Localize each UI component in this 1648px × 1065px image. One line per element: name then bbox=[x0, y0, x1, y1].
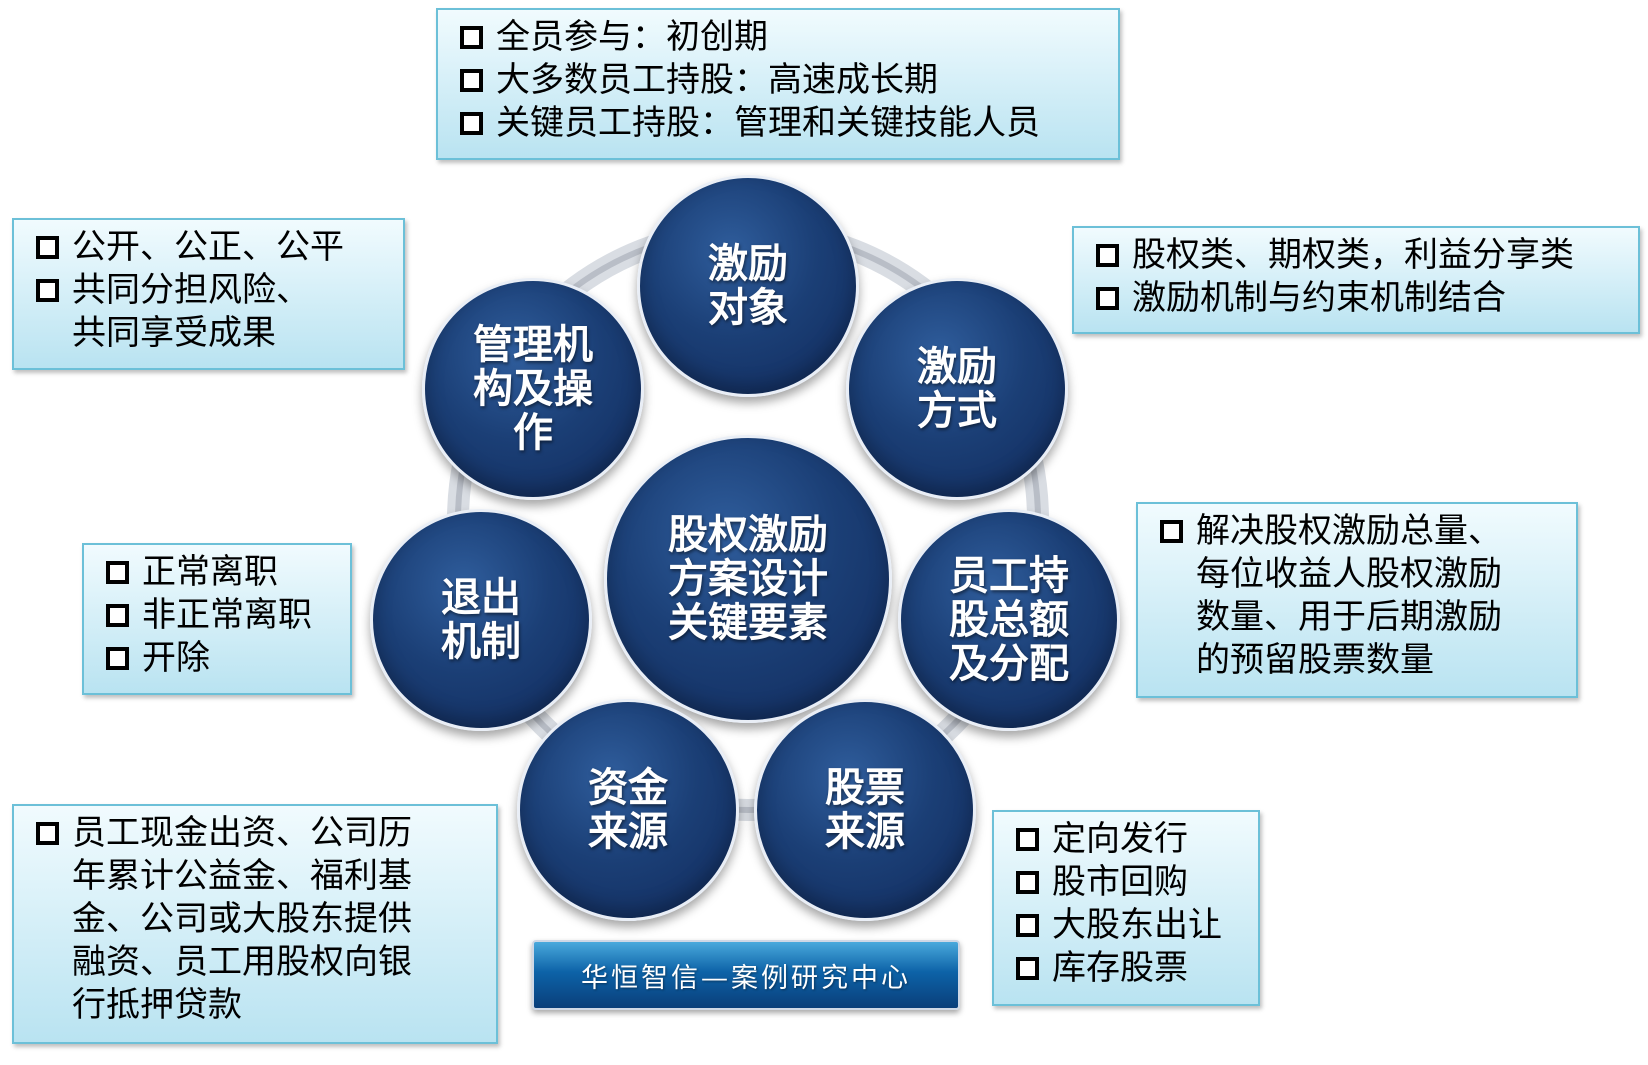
list-item: 股权类、期权类，利益分享类 bbox=[1088, 234, 1624, 277]
list-item-text: 非正常离职 bbox=[142, 595, 312, 635]
list-item: 定向发行 bbox=[1008, 818, 1244, 861]
list-item-text: 股权类、期权类，利益分享类 bbox=[1132, 235, 1574, 275]
list-item-text: 开除 bbox=[142, 638, 210, 678]
list-item-text: 共同分担风险、 共同享受成果 bbox=[72, 270, 310, 353]
node-management-label: 管理机 构及操 作 bbox=[473, 322, 593, 456]
box-target: 全员参与：初创期 大多数员工持股：高速成长期 关键员工持股：管理和关键技能人员 bbox=[436, 8, 1120, 160]
checkbox-bullet-icon bbox=[1016, 871, 1039, 894]
center-node-label: 股权激励 方案设计 关键要素 bbox=[668, 512, 828, 646]
checkbox-bullet-icon bbox=[36, 822, 59, 845]
list-item: 开除 bbox=[98, 637, 336, 680]
checkbox-bullet-icon bbox=[1096, 287, 1119, 310]
list-item: 大多数员工持股：高速成长期 bbox=[452, 59, 1104, 102]
node-exit: 退出 机制 bbox=[370, 509, 592, 731]
footer-banner-label: 华恒智信—案例研究中心 bbox=[581, 962, 911, 994]
list-item-text: 定向发行 bbox=[1052, 819, 1188, 859]
node-method: 激励 方式 bbox=[846, 278, 1068, 500]
list-item-text: 正常离职 bbox=[142, 552, 278, 592]
box-stock-source: 定向发行 股市回购 大股东出让 库存股票 bbox=[992, 810, 1260, 1006]
node-method-label: 激励 方式 bbox=[917, 344, 997, 434]
footer-banner: 华恒智信—案例研究中心 bbox=[532, 940, 960, 1010]
node-target-label: 激励 对象 bbox=[708, 241, 788, 331]
list-item: 大股东出让 bbox=[1008, 904, 1244, 947]
checkbox-bullet-icon bbox=[1016, 828, 1039, 851]
list-item: 共同分担风险、 共同享受成果 bbox=[28, 269, 389, 355]
list-item-text: 库存股票 bbox=[1052, 948, 1188, 988]
list-item: 库存股票 bbox=[1008, 947, 1244, 990]
checkbox-bullet-icon bbox=[106, 561, 129, 584]
node-stock-source: 股票 来源 bbox=[754, 699, 976, 921]
node-management: 管理机 构及操 作 bbox=[422, 278, 644, 500]
list-item-text: 解决股权激励总量、 每位收益人股权激励 数量、用于后期激励 的预留股票数量 bbox=[1196, 511, 1502, 680]
list-item: 关键员工持股：管理和关键技能人员 bbox=[452, 102, 1104, 145]
node-amount: 员工持 股总额 及分配 bbox=[898, 509, 1120, 731]
checkbox-bullet-icon bbox=[106, 647, 129, 670]
box-exit: 正常离职 非正常离职 开除 bbox=[82, 543, 352, 695]
node-amount-label: 员工持 股总额 及分配 bbox=[949, 553, 1069, 687]
checkbox-bullet-icon bbox=[106, 604, 129, 627]
node-stock-source-label: 股票 来源 bbox=[825, 765, 905, 855]
node-fund-source: 资金 来源 bbox=[517, 699, 739, 921]
checkbox-bullet-icon bbox=[460, 69, 483, 92]
box-management: 公开、公正、公平 共同分担风险、 共同享受成果 bbox=[12, 218, 405, 370]
list-item: 股市回购 bbox=[1008, 861, 1244, 904]
checkbox-bullet-icon bbox=[460, 26, 483, 49]
center-node: 股权激励 方案设计 关键要素 bbox=[604, 435, 892, 723]
list-item: 员工现金出资、公司历 年累计公益金、福利基 金、公司或大股东提供 融资、员工用股… bbox=[28, 812, 482, 1027]
list-item-text: 关键员工持股：管理和关键技能人员 bbox=[496, 103, 1040, 143]
list-item: 激励机制与约束机制结合 bbox=[1088, 277, 1624, 320]
list-item-text: 全员参与：初创期 bbox=[496, 17, 768, 57]
checkbox-bullet-icon bbox=[1016, 914, 1039, 937]
list-item-text: 股市回购 bbox=[1052, 862, 1188, 902]
list-item-text: 员工现金出资、公司历 年累计公益金、福利基 金、公司或大股东提供 融资、员工用股… bbox=[72, 813, 412, 1025]
list-item-text: 大股东出让 bbox=[1052, 905, 1222, 945]
checkbox-bullet-icon bbox=[36, 236, 59, 259]
checkbox-bullet-icon bbox=[36, 279, 59, 302]
node-fund-source-label: 资金 来源 bbox=[588, 765, 668, 855]
list-item: 全员参与：初创期 bbox=[452, 16, 1104, 59]
list-item: 公开、公正、公平 bbox=[28, 226, 389, 269]
list-item-text: 激励机制与约束机制结合 bbox=[1132, 278, 1506, 318]
list-item-text: 公开、公正、公平 bbox=[72, 227, 344, 267]
list-item: 解决股权激励总量、 每位收益人股权激励 数量、用于后期激励 的预留股票数量 bbox=[1152, 510, 1562, 682]
checkbox-bullet-icon bbox=[1160, 520, 1183, 543]
box-method: 股权类、期权类，利益分享类 激励机制与约束机制结合 bbox=[1072, 226, 1640, 334]
box-amount: 解决股权激励总量、 每位收益人股权激励 数量、用于后期激励 的预留股票数量 bbox=[1136, 502, 1578, 698]
node-target: 激励 对象 bbox=[637, 175, 859, 397]
list-item: 正常离职 bbox=[98, 551, 336, 594]
checkbox-bullet-icon bbox=[1016, 957, 1039, 980]
box-fund-source: 员工现金出资、公司历 年累计公益金、福利基 金、公司或大股东提供 融资、员工用股… bbox=[12, 804, 498, 1044]
list-item: 非正常离职 bbox=[98, 594, 336, 637]
checkbox-bullet-icon bbox=[460, 112, 483, 135]
node-exit-label: 退出 机制 bbox=[441, 575, 521, 665]
checkbox-bullet-icon bbox=[1096, 244, 1119, 267]
list-item-text: 大多数员工持股：高速成长期 bbox=[496, 60, 938, 100]
